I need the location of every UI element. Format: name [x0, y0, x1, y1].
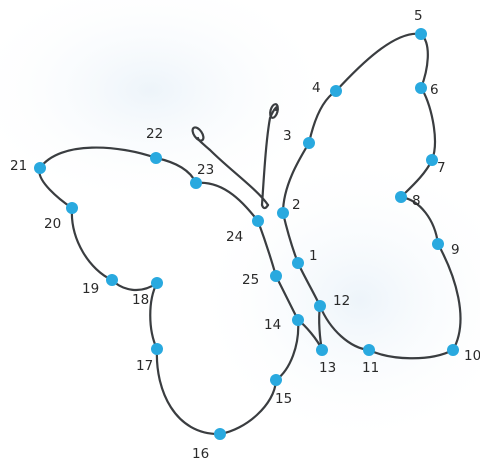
- dot-label-23: 23: [197, 162, 214, 178]
- dot-label-10: 10: [464, 348, 480, 364]
- dot-15: [270, 374, 282, 386]
- dot-label-22: 22: [146, 126, 163, 142]
- dot-8: [395, 191, 407, 203]
- dot-label-13: 13: [319, 360, 336, 376]
- right-antenna: [260, 106, 278, 207]
- dot-label-12: 12: [333, 293, 350, 309]
- dot-10: [447, 344, 459, 356]
- dot-21: [34, 162, 46, 174]
- dot-2: [277, 207, 289, 219]
- dot-24: [252, 215, 264, 227]
- labels-layer: 1234567891011121314151617181920212223242…: [10, 8, 480, 462]
- dot-22: [150, 152, 162, 164]
- dot-label-15: 15: [275, 391, 292, 407]
- dot-18: [151, 277, 163, 289]
- dot-label-2: 2: [292, 197, 301, 213]
- dot-11: [363, 344, 375, 356]
- dot-20: [66, 202, 78, 214]
- dot-3: [303, 137, 315, 149]
- dot-14: [292, 314, 304, 326]
- dot-label-1: 1: [309, 248, 318, 264]
- dot-19: [106, 274, 118, 286]
- dot-7: [426, 154, 438, 166]
- dot-label-19: 19: [82, 281, 99, 297]
- dot-5: [415, 28, 427, 40]
- dot-label-6: 6: [430, 82, 439, 98]
- dot-6: [415, 82, 427, 94]
- dot-label-9: 9: [451, 242, 460, 258]
- right-antenna-tip: [269, 103, 279, 119]
- dot-label-25: 25: [242, 272, 259, 288]
- dot-16: [214, 428, 226, 440]
- dot-12: [314, 300, 326, 312]
- left-antenna-tip: [191, 126, 205, 142]
- dot-label-14: 14: [264, 317, 281, 333]
- dot-label-5: 5: [414, 8, 423, 24]
- dot-label-17: 17: [136, 358, 153, 374]
- dot-label-18: 18: [132, 292, 149, 308]
- dots-layer: [34, 28, 459, 440]
- dot-9: [432, 238, 444, 250]
- dot-label-7: 7: [437, 160, 446, 176]
- dot-label-24: 24: [226, 229, 243, 245]
- wing-join-line: [194, 181, 260, 223]
- antenna-join: [260, 203, 270, 210]
- dot-label-16: 16: [192, 446, 209, 462]
- background-wash: [0, 0, 480, 450]
- dot-label-4: 4: [312, 80, 321, 96]
- dot-25: [270, 270, 282, 282]
- dot-label-3: 3: [283, 128, 292, 144]
- dot-label-20: 20: [44, 216, 61, 232]
- dot-23: [190, 177, 202, 189]
- dot-label-8: 8: [412, 193, 421, 209]
- dot-label-11: 11: [362, 360, 379, 376]
- dot-13: [316, 344, 328, 356]
- dot-label-21: 21: [10, 158, 27, 174]
- dot-1: [292, 257, 304, 269]
- dot-4: [330, 85, 342, 97]
- dot-17: [151, 343, 163, 355]
